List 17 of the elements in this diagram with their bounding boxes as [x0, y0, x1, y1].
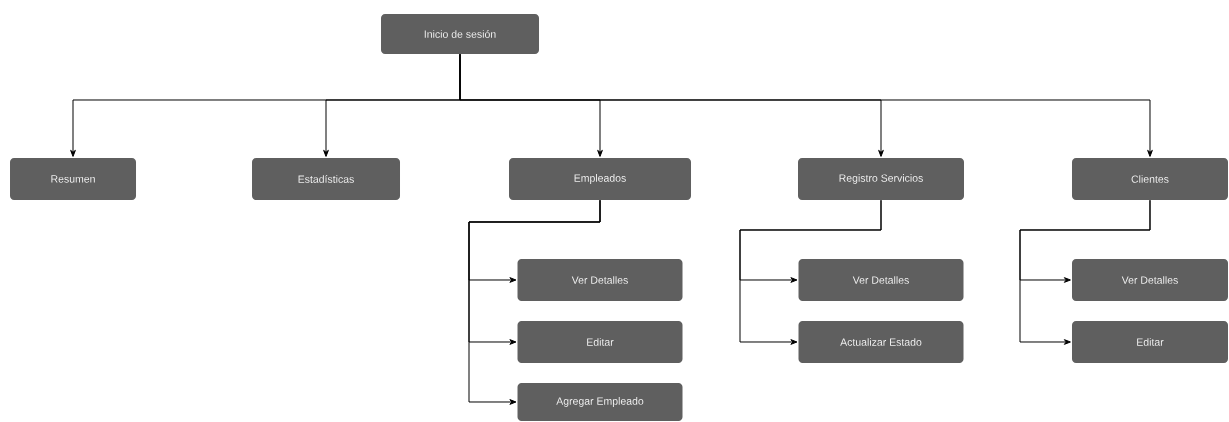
arrow — [468, 199, 601, 405]
menu-box: Agregar Empleado — [517, 383, 683, 421]
arrow — [739, 199, 882, 345]
menu-box: Editar — [517, 321, 683, 363]
menu-box: Registro Servicios — [798, 158, 964, 200]
arrow — [459, 53, 1153, 157]
menu-box: Ver Detalles — [517, 259, 683, 301]
menu-box: Empleados — [509, 158, 691, 200]
menu-box: Ver Detalles — [798, 259, 964, 301]
menu-box: Inicio de sesión — [381, 14, 539, 54]
menu-box: Resumen — [10, 158, 136, 200]
menu-box: Ver Detalles — [1072, 259, 1228, 301]
menu-box: Estadísticas — [252, 158, 400, 200]
menu-box: Actualizar Estado — [798, 321, 964, 363]
menu-box: Clientes — [1072, 158, 1228, 200]
menu-box: Editar — [1072, 321, 1228, 363]
arrow — [1019, 199, 1151, 345]
